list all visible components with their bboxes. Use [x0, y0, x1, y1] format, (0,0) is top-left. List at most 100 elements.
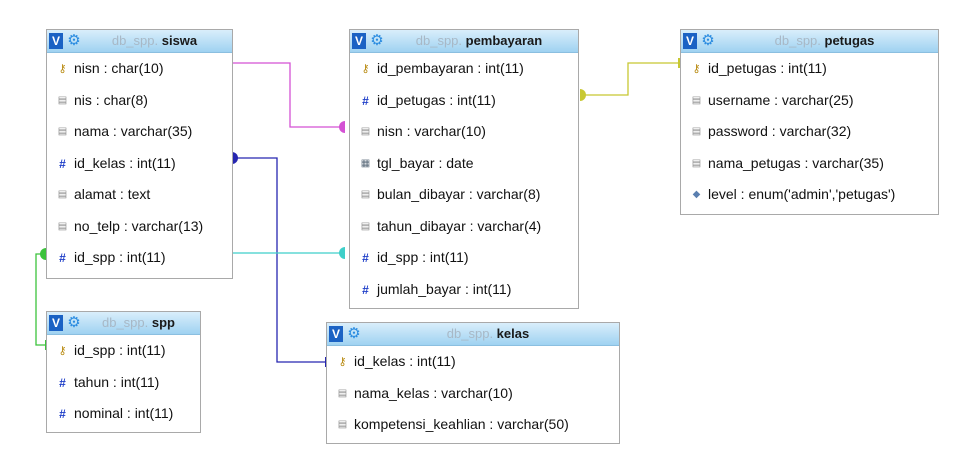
table-header[interactable]: V⚙db_spp. spp	[47, 312, 200, 335]
column-row[interactable]: #id_spp : int(11)	[350, 242, 578, 274]
relation-siswa-pembayaran-spp[interactable]	[231, 247, 345, 259]
table-siswa[interactable]: V⚙db_spp. siswa ⚷ nisn : char(10) ▤nis : ch…	[46, 29, 233, 279]
column-row[interactable]: ▤nama_petugas : varchar(35)	[681, 148, 938, 180]
gear-icon[interactable]: ⚙	[370, 32, 384, 49]
column-row[interactable]: ⚷ id_petugas : int(11)	[681, 53, 938, 85]
key-icon: ⚷	[692, 63, 701, 76]
column-label: id_petugas : int(11)	[377, 91, 496, 108]
table-name: db_spp. siswa	[47, 30, 232, 52]
column-label: id_spp : int(11)	[377, 249, 469, 265]
column-row[interactable]: # id_petugas : int(11)	[350, 85, 578, 117]
text-field-icon: ▤	[57, 94, 68, 106]
column-label: username : varchar(25)	[708, 91, 854, 108]
v-toggle-icon[interactable]: V	[329, 326, 343, 342]
v-toggle-icon[interactable]: V	[49, 315, 63, 331]
column-row[interactable]: #tahun : int(11)	[47, 367, 200, 399]
column-label: nisn : char(10)	[74, 60, 164, 76]
column-row[interactable]: ▤ password : varchar(32)	[681, 116, 938, 148]
column-row[interactable]: ▤kompetensi_keahlian : varchar(50)	[327, 409, 619, 441]
table-spp[interactable]: V⚙db_spp. spp⚷id_spp : int(11)#tahun : i…	[46, 311, 201, 433]
text-field-icon: ▤	[691, 126, 702, 138]
table-title: siswa	[161, 33, 198, 48]
database-name: db_spp	[446, 326, 490, 341]
v-toggle-icon[interactable]: V	[683, 33, 697, 49]
text-field-icon: ▤	[57, 220, 68, 232]
column-row[interactable]: ⚷id_kelas : int(11)	[327, 346, 619, 378]
v-toggle-icon[interactable]: V	[352, 33, 366, 49]
column-row[interactable]: ▤nama : varchar(35)	[47, 116, 232, 148]
column-label: level : enum('admin','petugas')	[708, 186, 896, 202]
hash-icon: #	[59, 251, 66, 266]
column-row[interactable]: ▤nis : char(8)	[47, 85, 232, 117]
column-label: password : varchar(32)	[708, 123, 852, 139]
text-field-icon: ▤	[57, 189, 68, 201]
table-title: petugas	[824, 33, 875, 48]
text-field-icon: ▤	[360, 220, 371, 232]
table-name: db_spp. pembayaran	[350, 30, 578, 52]
relation-siswa-kelas[interactable]	[232, 152, 327, 367]
column-label: no_telp : varchar(13)	[74, 217, 204, 234]
table-name: db_spp. spp	[47, 312, 200, 334]
column-row[interactable]: ⚷ nisn : char(10)	[47, 53, 232, 85]
key-icon: ⚷	[338, 356, 347, 369]
name-separator: .	[817, 33, 825, 48]
column-label: id_pembayaran : int(11)	[377, 60, 524, 76]
column-label: nominal : int(11)	[74, 405, 174, 421]
column-row[interactable]: # id_spp : int(11)	[47, 242, 232, 274]
text-field-icon: ▤	[360, 189, 371, 201]
v-toggle-icon[interactable]: V	[49, 33, 63, 49]
gear-icon[interactable]: ⚙	[701, 32, 715, 49]
relation-spp-siswa[interactable]	[35, 248, 47, 350]
gear-icon[interactable]: ⚙	[67, 314, 81, 331]
table-name: db_spp. kelas	[327, 323, 619, 345]
column-label: nama_petugas : varchar(35)	[708, 154, 884, 171]
table-header[interactable]: V⚙db_spp. petugas	[681, 30, 938, 53]
table-header[interactable]: V⚙db_spp. siswa	[47, 30, 232, 53]
column-row[interactable]: ▤ bulan_dibayar : varchar(8)	[350, 179, 578, 211]
column-label: bulan_dibayar : varchar(8)	[377, 186, 541, 202]
database-name: db_spp	[774, 33, 818, 48]
key-icon: ⚷	[58, 63, 67, 76]
column-label: id_petugas : int(11)	[708, 60, 827, 76]
gear-icon[interactable]: ⚙	[347, 325, 361, 342]
column-row[interactable]: ▤nisn : varchar(10)	[350, 116, 578, 148]
relation-pembayaran-petugas[interactable]	[580, 58, 680, 101]
gear-icon[interactable]: ⚙	[67, 32, 81, 49]
column-row[interactable]: ⚷id_spp : int(11)	[47, 335, 200, 367]
column-row[interactable]: ▤ username : varchar(25)	[681, 85, 938, 117]
column-label: tahun_dibayar : varchar(4)	[377, 217, 542, 234]
database-name: db_spp	[111, 33, 155, 48]
table-title: spp	[151, 315, 175, 330]
column-row[interactable]: ▦tgl_bayar : date	[350, 148, 578, 180]
column-label: id_kelas : int(11)	[74, 154, 176, 171]
column-label: id_spp : int(11)	[74, 249, 166, 265]
table-title: kelas	[496, 326, 530, 341]
hash-icon: #	[362, 93, 369, 108]
table-header[interactable]: V⚙db_spp. pembayaran	[350, 30, 578, 53]
column-row[interactable]: ▤ tahun_dibayar : varchar(4)	[350, 211, 578, 243]
calendar-icon: ▦	[360, 157, 371, 169]
column-row[interactable]: ⚷ id_pembayaran : int(11)	[350, 53, 578, 85]
text-field-icon: ▤	[360, 126, 371, 138]
table-name: db_spp. petugas	[681, 30, 938, 52]
column-row[interactable]: ▤alamat : text	[47, 179, 232, 211]
column-label: id_spp : int(11)	[74, 342, 166, 358]
table-header[interactable]: V⚙db_spp. kelas	[327, 323, 619, 346]
text-field-icon: ▤	[57, 126, 68, 138]
hash-icon: #	[59, 375, 66, 390]
column-row[interactable]: ▤ no_telp : varchar(13)	[47, 211, 232, 243]
table-pembayaran[interactable]: V⚙db_spp. pembayaran ⚷ id_pembayaran : int…	[349, 29, 579, 309]
table-petugas[interactable]: V⚙db_spp. petugas⚷id_petugas : int(11)▤u…	[680, 29, 939, 215]
column-label: jumlah_bayar : int(11)	[377, 280, 512, 297]
column-row[interactable]: #nominal : int(11)	[47, 398, 200, 430]
column-row[interactable]: #jumlah_bayar : int(11)	[350, 274, 578, 306]
column-row[interactable]: ◆level : enum('admin','petugas')	[681, 179, 938, 211]
table-kelas[interactable]: V⚙db_spp. kelas⚷id_kelas : int(11)▤nama_…	[326, 322, 620, 444]
relation-siswa-pembayaran-nisn[interactable]	[231, 58, 345, 133]
text-field-icon: ▤	[691, 94, 702, 106]
name-separator: .	[458, 33, 466, 48]
column-row[interactable]: #id_kelas : int(11)	[47, 148, 232, 180]
text-field-icon: ▤	[337, 419, 348, 431]
column-row[interactable]: ▤nama_kelas : varchar(10)	[327, 378, 619, 410]
key-icon: ⚷	[361, 63, 370, 76]
